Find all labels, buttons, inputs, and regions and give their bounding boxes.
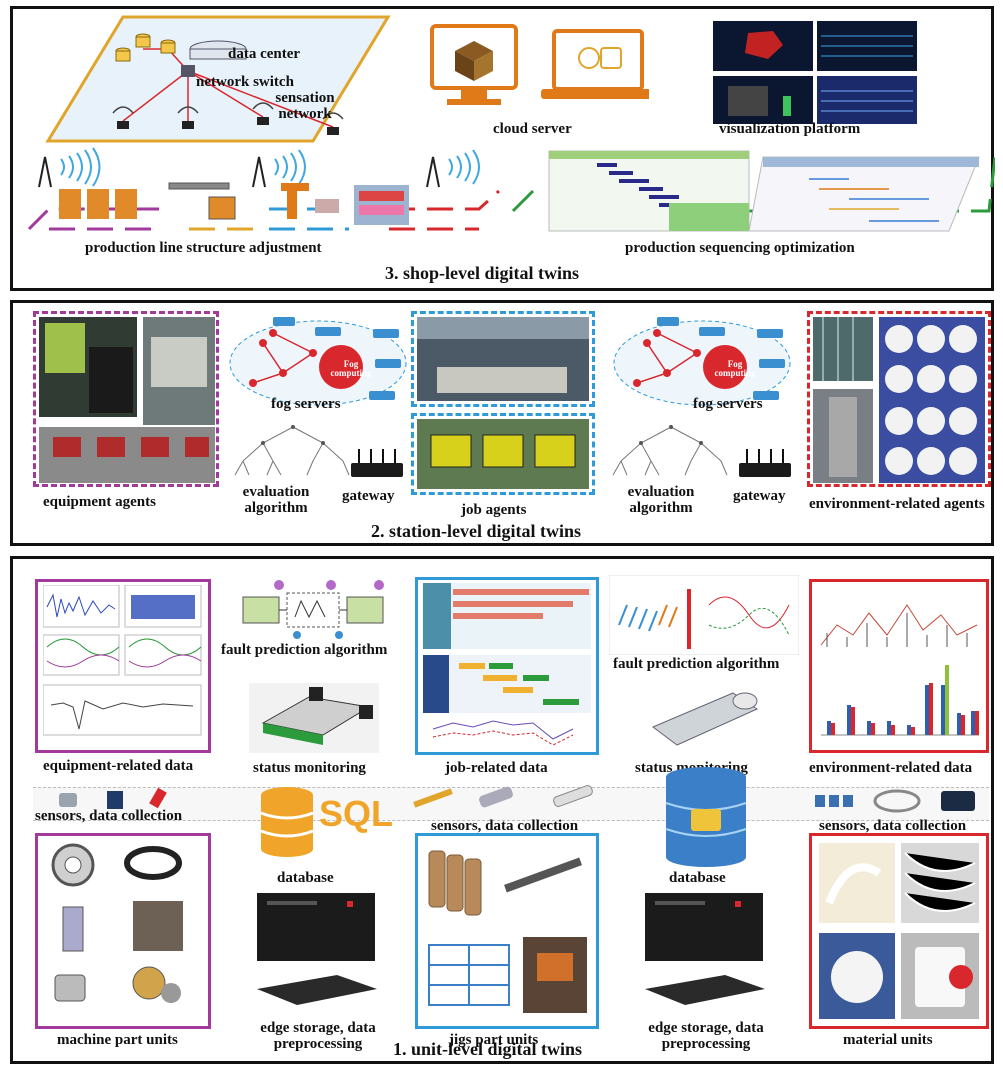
production-line-strip: [27, 182, 501, 231]
gateway-icon-2: [739, 449, 791, 477]
status-monitoring-label-1: status monitoring: [253, 760, 366, 776]
equipment-data-frame: [35, 579, 211, 753]
sensors-label-1: sensors, data collection: [35, 808, 183, 824]
job-data-label: job-related data: [445, 760, 548, 776]
fault-algorithm-diagram-1: [242, 580, 384, 639]
shop-level-title: 3. shop-level digital twins: [385, 263, 580, 283]
jigs-units-label: jigs part units: [449, 1032, 539, 1048]
environment-data-label: environment-related data: [809, 760, 973, 776]
sql-database-icon: [260, 787, 314, 857]
shop-level-panel: data center network switch sensation net…: [10, 6, 995, 291]
job-data-frame: [415, 577, 599, 755]
evaluation-label-1: evaluation algorithm: [242, 484, 310, 516]
equipment-agents-label: equipment agents: [43, 494, 156, 510]
evaluation-tree-2: [612, 425, 728, 476]
equipment-data-charts: [43, 585, 202, 736]
data-center-plane: [45, 15, 391, 143]
jigs-part-photos: [428, 850, 587, 1013]
sql-text: SQL: [319, 793, 394, 834]
equipment-agents-frame: [33, 311, 219, 487]
visualization-platform-label: visualization platform: [719, 121, 861, 137]
gateway-icon-1: [351, 449, 403, 477]
evaluation-label-2: evaluation algorithm: [627, 484, 695, 516]
cloud-server-label: cloud server: [493, 121, 572, 137]
sensation-network-label: sensation network: [275, 90, 335, 122]
database-label-1: database: [277, 870, 334, 886]
edge-server-1: [257, 893, 377, 1005]
gateway-label-2: gateway: [733, 488, 786, 504]
job-agents-photos: [417, 317, 589, 489]
fault-algorithm-diagram-2: [609, 575, 799, 655]
fog-servers-label-2: fog servers: [693, 396, 763, 412]
sensor-icons-1: [59, 787, 167, 809]
job-data-charts: [423, 583, 591, 746]
unit-level-panel: equipment-related data fault prediction …: [10, 556, 994, 1064]
edge-storage-label-1: edge storage, data preprocessing: [260, 1020, 376, 1052]
environment-agents-photos: [813, 317, 985, 483]
sensors-label-2: sensors, data collection: [431, 818, 579, 834]
status-monitor-device-2: [652, 692, 759, 746]
fog-network-1: [229, 317, 407, 406]
jigs-units-frame: [415, 833, 599, 1029]
machine-part-photos: [51, 843, 183, 1003]
unit-level-title: 1. unit-level digital twins: [393, 1039, 583, 1059]
station-level-panel: equipment agents Fog computing fog serve…: [10, 300, 994, 546]
database-label-2: database: [669, 870, 726, 886]
fault-algorithm-label-1: fault prediction algorithm: [221, 642, 388, 658]
material-photos: [819, 843, 979, 1019]
fog-servers-label-1: fog servers: [271, 396, 341, 412]
cloud-server-icon: [430, 24, 649, 105]
job-agents-frame-top: [411, 311, 595, 407]
edge-storage-label-2: edge storage, data preprocessing: [648, 1020, 764, 1052]
visualization-screens: [713, 21, 917, 124]
environment-agents-frame: [807, 311, 991, 487]
environment-data-charts: [820, 604, 979, 736]
blue-database-icon: [665, 767, 747, 867]
fault-algorithm-label-2: fault prediction algorithm: [613, 656, 780, 672]
material-units-frame: [809, 833, 989, 1029]
sensors-label-3: sensors, data collection: [819, 818, 967, 834]
gateway-label-1: gateway: [342, 488, 395, 504]
line-adjustment-label: production line structure adjustment: [85, 240, 322, 256]
fog-computing-text-1: Fog computing: [330, 359, 372, 379]
evaluation-tree-1: [234, 425, 350, 476]
sensor-icons-3: [815, 789, 975, 813]
data-center-label: data center: [228, 46, 301, 62]
job-agents-label: job agents: [461, 502, 527, 518]
equipment-agents-photos: [39, 317, 215, 483]
environment-data-frame: [809, 579, 989, 753]
status-monitor-device-1: [249, 683, 379, 753]
station-level-title: 2. station-level digital twins: [371, 521, 581, 541]
sequencing-strip: [511, 150, 995, 232]
job-agents-frame-bottom: [411, 413, 595, 495]
network-switch-label: network switch: [196, 74, 294, 90]
sensor-icons-2: [413, 785, 593, 808]
machine-units-frame: [35, 833, 211, 1029]
machine-units-label: machine part units: [57, 1032, 178, 1048]
sequencing-label: production sequencing optimization: [625, 240, 855, 256]
environment-agents-label: environment-related agents: [809, 496, 985, 512]
edge-server-2: [645, 893, 765, 1005]
material-units-label: material units: [843, 1032, 933, 1048]
wireless-antennas: [38, 147, 480, 188]
fog-network-2: [613, 317, 791, 406]
fog-computing-text-2: Fog computing: [714, 359, 756, 379]
equipment-data-label: equipment-related data: [43, 758, 194, 774]
